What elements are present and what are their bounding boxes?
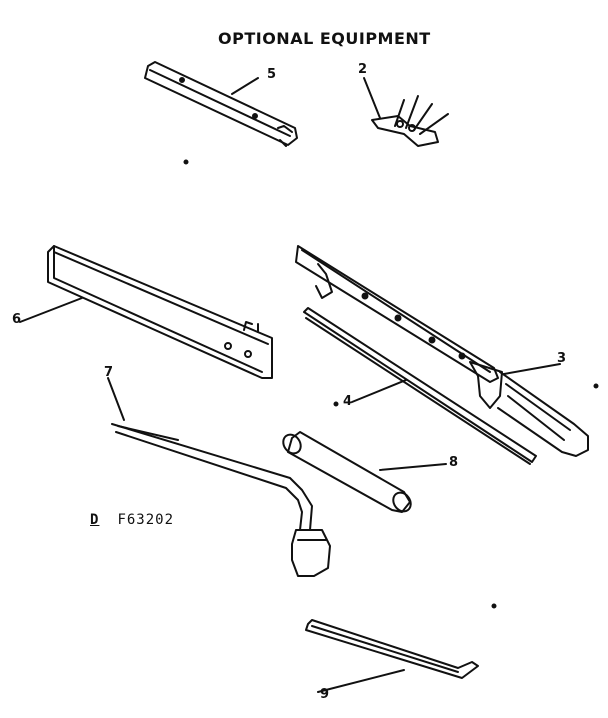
part-8-cylinder xyxy=(282,431,447,513)
speck-dot xyxy=(491,603,497,609)
callout-7: 7 xyxy=(104,365,114,380)
part-6-long-bracket xyxy=(19,245,273,379)
part-4-long-rod xyxy=(303,307,537,465)
part-9-flat-bar xyxy=(305,619,479,693)
callout-4: 4 xyxy=(343,394,353,409)
speck-dot xyxy=(183,159,189,165)
speck-dot xyxy=(333,401,339,407)
callout-6: 6 xyxy=(12,312,22,327)
part-3-handle-assembly xyxy=(295,245,589,457)
callout-8: 8 xyxy=(449,455,459,470)
speck-dot xyxy=(593,383,599,389)
diagram-prefix: D xyxy=(90,512,100,528)
diagram-title: OPTIONAL EQUIPMENT xyxy=(218,29,431,48)
callout-5: 5 xyxy=(267,67,277,82)
part-2-burner-clip xyxy=(363,77,449,147)
callout-9: 9 xyxy=(320,687,330,702)
part-7-offset-wrench xyxy=(107,377,331,577)
part-5-short-rod xyxy=(144,61,298,147)
callout-3: 3 xyxy=(557,351,567,366)
diagram-number: F63202 xyxy=(117,512,175,528)
callout-2: 2 xyxy=(358,62,368,77)
diagram-reference: D F63202 xyxy=(90,512,174,528)
